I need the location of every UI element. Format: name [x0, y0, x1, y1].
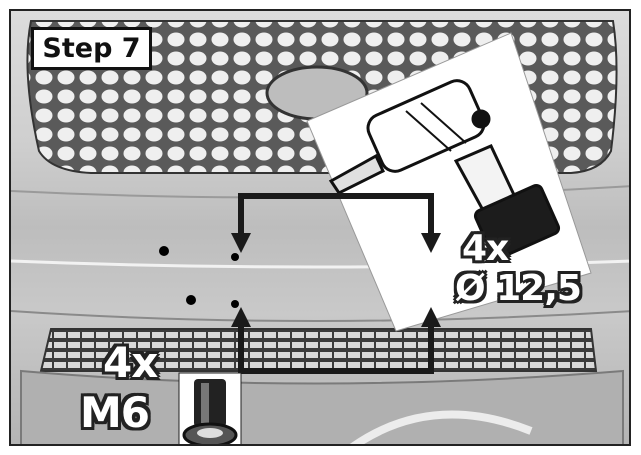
bolt-size: M6	[80, 388, 150, 437]
arrow-group	[231, 193, 441, 374]
bolt-count: 4x	[103, 338, 158, 387]
drill-diameter: Ø 12,5	[455, 268, 582, 309]
mount-hole	[231, 300, 239, 308]
arrow-head-up	[231, 307, 251, 327]
drill-callout	[306, 32, 592, 332]
drill-count: 4x	[462, 228, 509, 269]
step-label: Step 7	[42, 33, 141, 64]
arrow-icon	[238, 193, 434, 374]
mount-hole	[186, 295, 196, 305]
arrow-head-down	[231, 233, 251, 253]
arrow-head-down	[421, 233, 441, 253]
bumper-photo	[9, 9, 631, 446]
lower-grille	[39, 328, 598, 372]
cordless-drill-icon	[328, 79, 561, 260]
step-badge: Step 7	[31, 27, 152, 70]
mount-hole	[159, 246, 169, 256]
bolt-nut-icon	[178, 372, 242, 444]
mount-hole	[231, 253, 239, 261]
arrow-head-up	[421, 307, 441, 327]
